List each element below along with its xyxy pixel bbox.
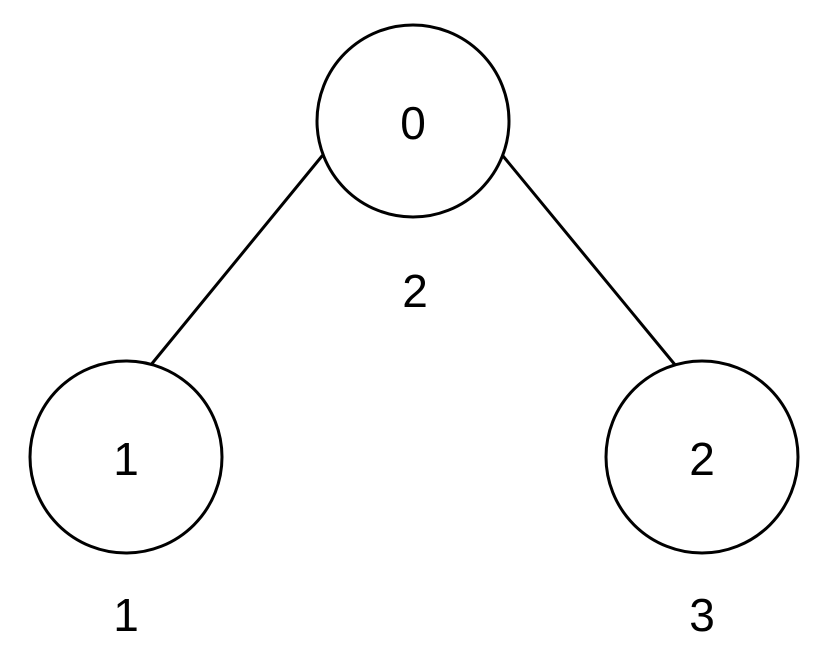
node-2-value: 3 [689,589,715,641]
node-0: 0 [315,23,511,219]
edges-layer [148,154,678,368]
edge-0-2 [501,154,678,368]
node-2-label: 2 [689,433,715,485]
node-1-label: 1 [113,433,139,485]
node-0-value: 2 [402,265,428,317]
node-1-circle [28,359,224,555]
node-0-circle [315,23,511,219]
node-0-label: 0 [400,97,426,149]
node-1-value: 1 [113,589,139,641]
node-2-circle [604,359,800,555]
node-1: 1 [28,359,224,555]
edge-0-1 [148,154,324,368]
node-2: 2 [604,359,800,555]
